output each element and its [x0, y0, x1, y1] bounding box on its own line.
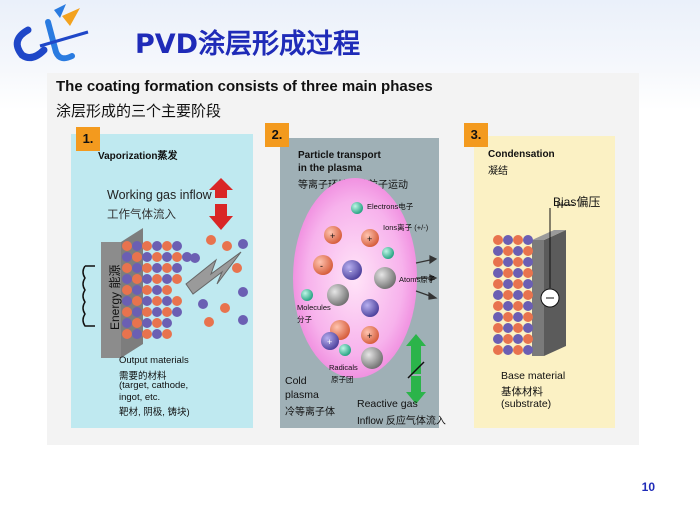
- output-materials-label: Output materials: [119, 355, 189, 366]
- energy-label: Energy 能源: [108, 264, 122, 330]
- svg-text:+: +: [327, 337, 332, 347]
- gas-inflow-arrow-down: [209, 204, 233, 230]
- cold-plasma-label-2: plasma: [285, 389, 319, 401]
- coating-atoms: [493, 235, 533, 355]
- bias-symbol: [540, 202, 574, 308]
- phase-2-title-line2: in the plasma: [298, 163, 362, 174]
- svg-text:+: +: [367, 234, 372, 244]
- phase-3-title-zh: 凝结: [488, 166, 508, 177]
- flow-arrows: [415, 255, 438, 300]
- output-materials-label-zh: 需要的材料: [119, 371, 167, 382]
- svg-text:-: -: [349, 266, 352, 276]
- heading-chinese: 涂层形成的三个主要阶段: [56, 102, 222, 120]
- base-material-label-zh: 基体材料: [501, 386, 543, 398]
- radicals-label: Radicals: [329, 363, 358, 372]
- phase-1-number: 1.: [76, 127, 100, 151]
- lightning-bolt: [185, 251, 242, 295]
- page-number: 10: [641, 480, 655, 494]
- gas-inflow-arrow-up: [209, 178, 233, 198]
- cold-plasma-label-1: Cold: [285, 375, 307, 387]
- base-material-label: Base material: [501, 370, 566, 382]
- svg-text:+: +: [367, 331, 372, 341]
- molecules-label-zh: 分子: [297, 315, 312, 324]
- output-materials-list: (target, cathode,: [119, 380, 189, 391]
- coil-icon: [82, 265, 95, 327]
- heading-english: The coating formation consists of three …: [56, 78, 433, 95]
- molecules-label: Molecules: [297, 303, 331, 312]
- svg-text:+: +: [330, 231, 335, 241]
- vaporization-illustration: [82, 178, 248, 358]
- cold-plasma-label-zh: 冷等离子体: [285, 407, 335, 418]
- radicals-label-zh: 原子团: [331, 375, 354, 384]
- phase-3-title: Condensation: [488, 149, 555, 160]
- plasma-illustration: + + - - + +: [293, 178, 438, 404]
- phase-1-title: Vaporization蒸发: [98, 151, 178, 162]
- vapor-particles: [190, 235, 248, 327]
- phase-3-number: 3.: [464, 123, 488, 147]
- bias-label: Bias偏压: [553, 195, 601, 209]
- svg-text:-: -: [320, 261, 323, 271]
- slide-title: PVD涂层形成过程: [135, 29, 361, 60]
- reactive-gas-label-2: Inflow 反应气体流入: [357, 416, 446, 427]
- phase-2-number: 2.: [265, 123, 289, 147]
- target-atoms: [122, 241, 192, 339]
- working-gas-label-zh: 工作气体流入: [107, 209, 176, 221]
- electrons-label: Electrons电子: [367, 202, 414, 211]
- ions-label: Ions离子 (+/-): [383, 223, 429, 232]
- output-materials-list-zh: 靶材, 阴极, 铸块): [119, 407, 190, 418]
- reactive-gas-label-1: Reactive gas: [357, 398, 418, 410]
- reactive-gas-arrow: [406, 334, 426, 404]
- working-gas-label: Working gas inflow: [107, 188, 212, 202]
- phase-2-title-line1: Particle transport: [298, 150, 381, 161]
- substrate-front: [532, 240, 544, 356]
- company-logo: [0, 0, 100, 74]
- condensation-illustration: [493, 202, 574, 356]
- output-materials-list-2: ingot, etc.: [119, 392, 161, 403]
- base-material-substrate: (substrate): [501, 398, 552, 410]
- atoms-label: Atoms原子: [399, 275, 436, 284]
